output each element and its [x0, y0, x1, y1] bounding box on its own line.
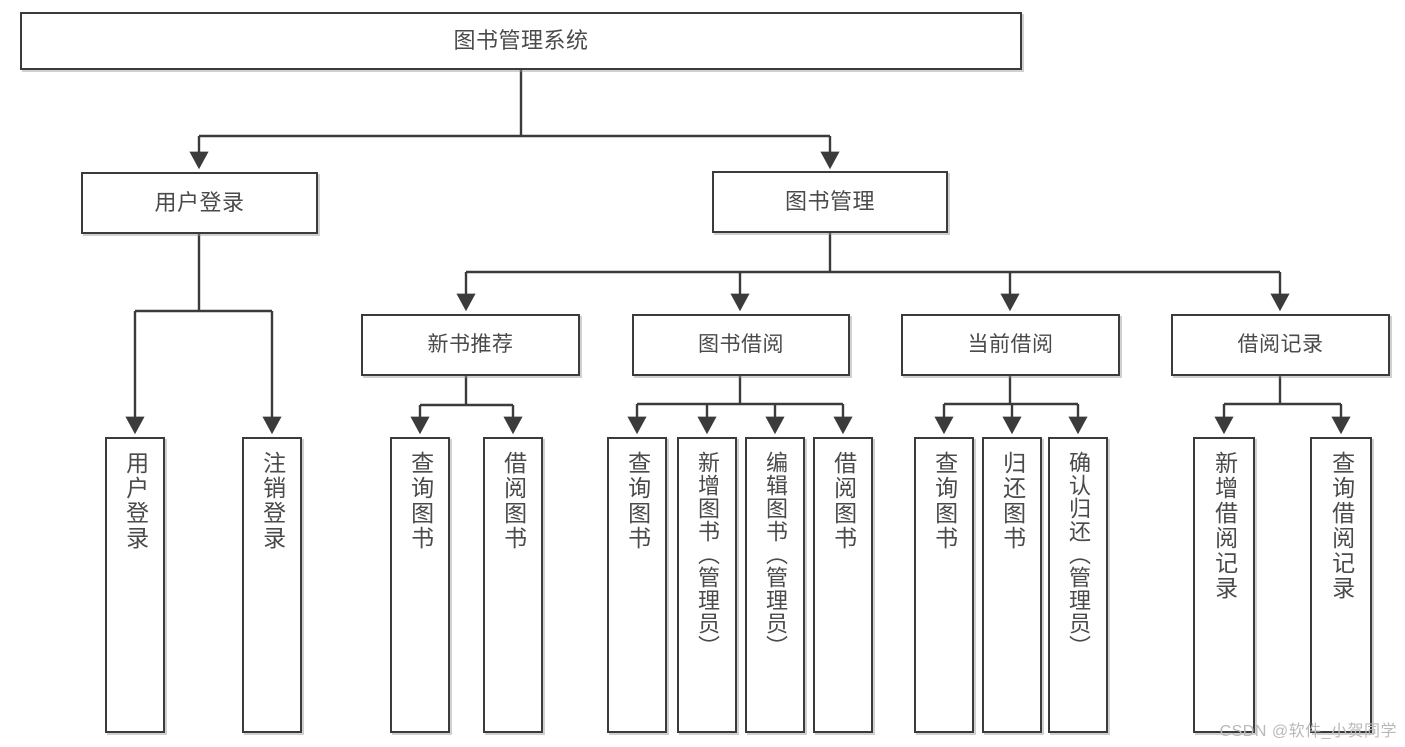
node-borrow-record[interactable]: 借阅记录 [1171, 314, 1390, 376]
leaf-return-book[interactable]: 归还图书 [982, 437, 1042, 733]
leaf-borrow-book-borrow[interactable]: 借阅图书 [813, 437, 873, 733]
node-label: 查询图书 [624, 451, 651, 551]
node-label: 归还图书 [999, 451, 1026, 551]
node-root-system[interactable]: 图书管理系统 [20, 12, 1022, 70]
node-new-book-recommend[interactable]: 新书推荐 [361, 314, 580, 376]
leaf-query-book-current[interactable]: 查询图书 [914, 437, 974, 733]
node-label: 用户登录 [122, 451, 149, 551]
node-label: 借阅图书 [830, 451, 857, 551]
leaf-query-book-recommend[interactable]: 查询图书 [390, 437, 450, 733]
leaf-add-borrow-record[interactable]: 新增借阅记录 [1193, 437, 1255, 733]
leaf-edit-book[interactable]: 编辑图书（管理员） [745, 437, 805, 733]
leaf-borrow-book-recommend[interactable]: 借阅图书 [483, 437, 543, 733]
node-label: 新增图书（管理员） [694, 451, 720, 658]
csdn-watermark: CSDN @软件_小贺同学 [1219, 723, 1397, 740]
node-label: 编辑图书（管理员） [762, 451, 788, 658]
node-user-login[interactable]: 用户登录 [81, 172, 318, 234]
node-label: 图书借阅 [698, 333, 784, 357]
node-book-management[interactable]: 图书管理 [712, 171, 948, 233]
node-current-borrow[interactable]: 当前借阅 [901, 314, 1120, 376]
leaf-confirm-return[interactable]: 确认归还（管理员） [1048, 437, 1108, 733]
leaf-logout-login[interactable]: 注销登录 [242, 437, 302, 733]
leaf-add-book[interactable]: 新增图书（管理员） [677, 437, 737, 733]
leaf-user-login[interactable]: 用户登录 [105, 437, 165, 733]
node-label: 查询图书 [407, 451, 434, 551]
node-label: 查询图书 [931, 451, 958, 551]
node-label: 查询借阅记录 [1328, 451, 1355, 601]
node-label: 用户登录 [154, 189, 245, 215]
node-label: 借阅记录 [1237, 333, 1324, 357]
node-label: 图书管理系统 [453, 27, 589, 53]
node-label: 新书推荐 [427, 333, 514, 357]
node-label: 新增借阅记录 [1211, 451, 1238, 601]
node-label: 图书管理 [784, 188, 875, 214]
leaf-query-borrow-record[interactable]: 查询借阅记录 [1310, 437, 1372, 733]
leaf-query-book-borrow[interactable]: 查询图书 [607, 437, 667, 733]
node-label: 确认归还（管理员） [1065, 451, 1091, 658]
node-label: 注销登录 [259, 451, 286, 551]
node-book-borrow[interactable]: 图书借阅 [632, 314, 850, 376]
node-label: 借阅图书 [500, 451, 527, 551]
node-label: 当前借阅 [967, 333, 1054, 357]
